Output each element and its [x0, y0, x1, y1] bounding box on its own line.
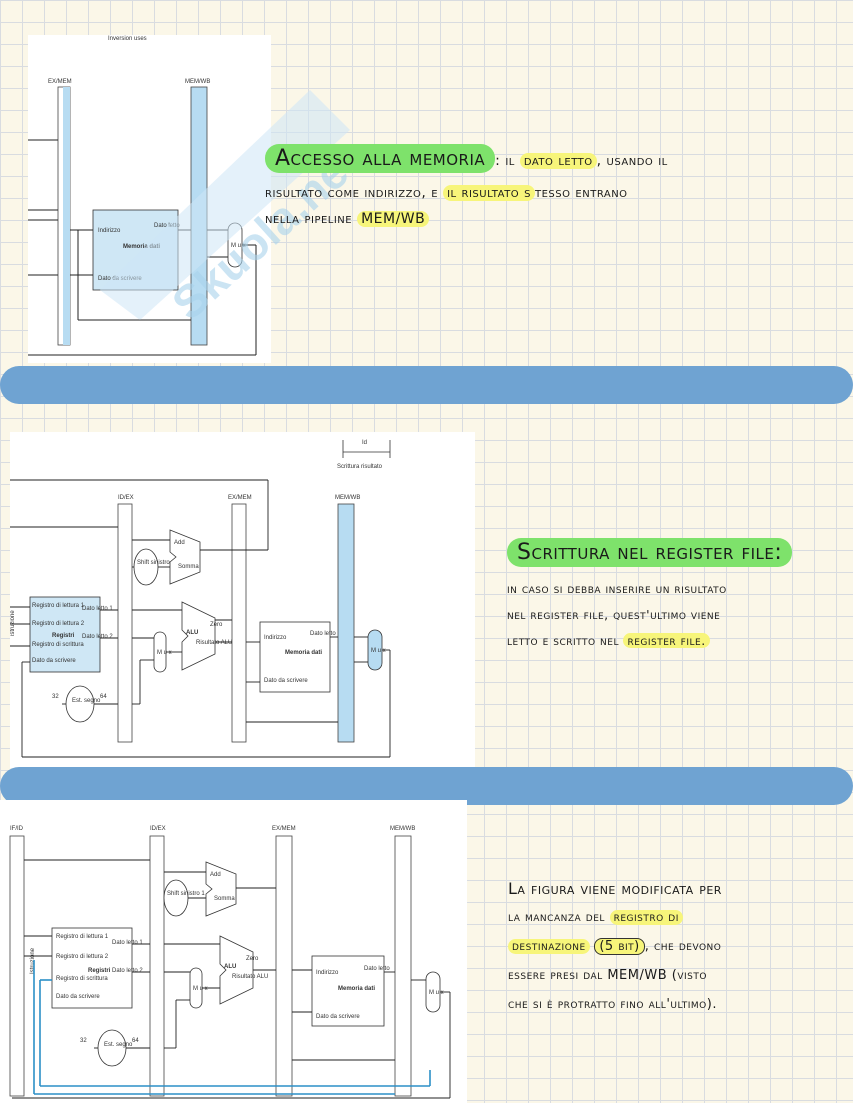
- ifid-register: [9, 835, 25, 1097]
- svg-text:EX/MEM: EX/MEM: [228, 495, 252, 501]
- svg-text:Dato da scrivere: Dato da scrivere: [316, 1014, 360, 1020]
- svg-text:Registro di lettura 2: Registro di lettura 2: [56, 954, 109, 960]
- exmem-register: [231, 503, 247, 743]
- svg-text:istruzione: istruzione: [10, 610, 16, 636]
- dato-letto-label: Dato letto: [154, 223, 180, 229]
- memoria-dati-label: Memoria dati: [123, 244, 160, 250]
- exmem-register-fill: [63, 87, 70, 345]
- svg-text:ID/EX: ID/EX: [150, 826, 166, 832]
- svg-text:Memoria dati: Memoria dati: [285, 650, 322, 656]
- svg-text:Dato letto: Dato letto: [364, 966, 390, 972]
- svg-text:Somma: Somma: [178, 564, 199, 570]
- svg-text:IF/ID: IF/ID: [10, 826, 24, 832]
- svg-text:Indirizzo: Indirizzo: [316, 970, 339, 976]
- svg-text:Registro di scrittura: Registro di scrittura: [56, 976, 108, 982]
- alu-unit: [181, 601, 216, 671]
- svg-text:32: 32: [52, 694, 59, 700]
- svg-text:Est. segno: Est. segno: [72, 698, 101, 704]
- register-write-diagram: Id Scrittura risultato ID/EX EX/MEM MEM/…: [10, 432, 475, 768]
- section-divider-2: [0, 767, 853, 805]
- note-title: Accesso alla memoria: [265, 144, 496, 173]
- svg-text:Dato letto 1: Dato letto 1: [112, 940, 143, 946]
- register-write-note: Scrittura nel register file: in caso si …: [507, 538, 793, 654]
- exmem-register: [275, 835, 293, 1097]
- note-title-2: Scrittura nel register file:: [507, 538, 793, 567]
- top-label: Inversion uses: [108, 36, 147, 42]
- svg-text:ID/EX: ID/EX: [118, 495, 134, 501]
- svg-text:Somma: Somma: [214, 896, 235, 902]
- data-memory: [311, 955, 385, 1027]
- svg-text:Dato letto 2: Dato letto 2: [82, 634, 113, 640]
- adder-unit: [205, 861, 237, 917]
- scrittura-label: Scrittura risultato: [337, 464, 383, 470]
- id-label: Id: [362, 440, 367, 446]
- shift-left-unit: [163, 879, 189, 917]
- svg-text:Indirizzo: Indirizzo: [264, 635, 287, 641]
- destination-register-path: [33, 960, 431, 1095]
- svg-text:Zero: Zero: [246, 956, 259, 962]
- svg-text:Registro di lettura 1: Registro di lettura 1: [56, 934, 109, 940]
- svg-text:Dato da scrivere: Dato da scrivere: [56, 994, 100, 1000]
- svg-text:Dato letto 2: Dato letto 2: [112, 968, 143, 974]
- svg-text:Registri: Registri: [88, 968, 111, 974]
- svg-text:Risultato ALU: Risultato ALU: [196, 640, 232, 646]
- register-file: [51, 927, 133, 1009]
- svg-text:32: 32: [80, 1038, 87, 1044]
- svg-text:Registro di lettura 1: Registro di lettura 1: [32, 603, 85, 609]
- svg-text:ALU: ALU: [224, 964, 236, 970]
- sign-extend-unit: [97, 1029, 127, 1067]
- modified-pipeline-diagram: IF/ID ID/EX EX/MEM MEM/WB Registro di le…: [0, 800, 467, 1103]
- indirizzo-label: Indirizzo: [98, 228, 121, 234]
- svg-text:EX/MEM: EX/MEM: [272, 826, 296, 832]
- svg-text:Registro di lettura 2: Registro di lettura 2: [32, 621, 85, 627]
- svg-text:Add: Add: [174, 540, 185, 546]
- section-divider-1: [0, 366, 853, 404]
- svg-text:Istruzione: Istruzione: [30, 947, 36, 974]
- memwb-register: [337, 503, 355, 743]
- svg-text:Dato da scrivere: Dato da scrivere: [32, 658, 76, 664]
- svg-text:Dato da scrivere: Dato da scrivere: [264, 678, 308, 684]
- svg-text:Est. segno: Est. segno: [104, 1042, 133, 1048]
- alu-unit: [219, 935, 254, 1005]
- idex-register: [117, 503, 133, 743]
- svg-text:M u x: M u x: [193, 986, 208, 992]
- mux-label: M u x: [231, 243, 246, 249]
- adder-unit: [169, 529, 201, 585]
- data-memory: [259, 621, 331, 693]
- svg-text:Risultato ALU: Risultato ALU: [232, 974, 268, 980]
- svg-text:Memoria dati: Memoria dati: [338, 986, 375, 992]
- memory-access-diagram: Inversion uses EX/MEM MEM/WB Indirizzo D…: [28, 35, 271, 363]
- memwb-register: [190, 86, 208, 346]
- svg-text:M u x: M u x: [371, 648, 386, 654]
- svg-text:M u x: M u x: [157, 650, 172, 656]
- memwb-label: MEM/WB: [185, 79, 210, 85]
- idex-register: [149, 835, 165, 1097]
- shift-left-unit: [133, 548, 159, 586]
- svg-text:ALU: ALU: [186, 630, 198, 636]
- dato-scrivere-label: Dato da scrivere: [98, 276, 142, 282]
- memory-access-note: Accesso alla memoria: il dato letto, usa…: [265, 144, 668, 227]
- svg-text:Zero: Zero: [210, 622, 223, 628]
- svg-text:Registro di scrittura: Registro di scrittura: [32, 642, 84, 648]
- svg-text:MEM/WB: MEM/WB: [390, 826, 415, 832]
- svg-text:Shift sinistro 1: Shift sinistro 1: [167, 891, 205, 897]
- register-file: [29, 596, 101, 673]
- svg-text:Dato letto 1: Dato letto 1: [82, 606, 113, 612]
- svg-text:Registri: Registri: [52, 633, 75, 639]
- svg-text:M u x: M u x: [429, 990, 444, 996]
- svg-text:64: 64: [132, 1038, 139, 1044]
- svg-text:64: 64: [100, 694, 107, 700]
- memwb-register: [394, 835, 412, 1097]
- modified-figure-note: La figura viene modificata per la mancan…: [508, 879, 722, 1012]
- sign-extend-unit: [65, 685, 95, 723]
- svg-text:Dato letto: Dato letto: [310, 631, 336, 637]
- exmem-label: EX/MEM: [48, 79, 72, 85]
- svg-text:Shift sinistro 1: Shift sinistro 1: [137, 560, 175, 566]
- svg-text:MEM/WB: MEM/WB: [335, 495, 360, 501]
- svg-text:Add: Add: [210, 872, 221, 878]
